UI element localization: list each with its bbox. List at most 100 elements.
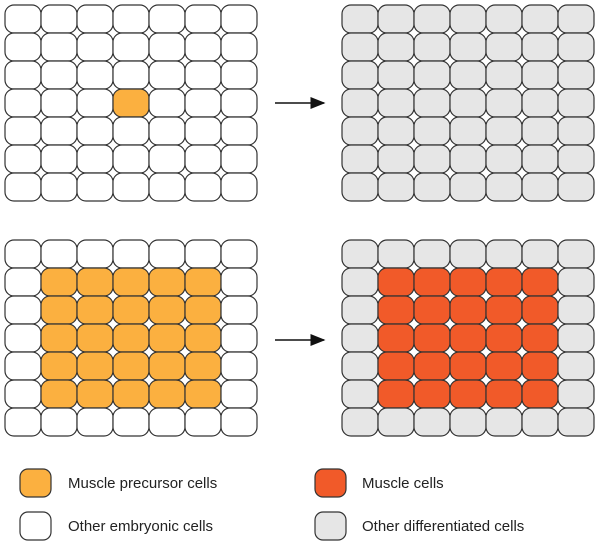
differentiated-cell: [521, 144, 559, 174]
legend-swatch-embryonic: [19, 511, 52, 541]
embryonic-cell: [40, 32, 78, 62]
differentiated-cell: [341, 267, 379, 297]
top-left-grid: [4, 4, 258, 202]
differentiated-cell: [413, 172, 451, 202]
differentiated-cell: [557, 267, 595, 297]
differentiated-cell: [341, 239, 379, 269]
embryonic-cell: [112, 407, 150, 437]
differentiated-cell: [449, 4, 487, 34]
differentiated-cell: [341, 144, 379, 174]
differentiated-cell: [377, 32, 415, 62]
bottom-right-grid: [341, 239, 595, 437]
embryonic-cell: [4, 239, 42, 269]
embryonic-cell: [76, 4, 114, 34]
precursor-cell: [76, 295, 114, 325]
precursor-cell: [148, 351, 186, 381]
differentiated-cell: [341, 116, 379, 146]
embryonic-cell: [76, 144, 114, 174]
embryonic-cell: [76, 88, 114, 118]
precursor-cell: [148, 267, 186, 297]
differentiated-cell: [485, 144, 523, 174]
embryonic-cell: [4, 4, 42, 34]
precursor-cell: [112, 379, 150, 409]
embryonic-cell: [76, 239, 114, 269]
differentiated-cell: [521, 407, 559, 437]
legend-swatch-precursor: [19, 468, 52, 498]
muscle-cell: [413, 295, 451, 325]
embryonic-cell: [148, 407, 186, 437]
muscle-cell: [377, 295, 415, 325]
embryonic-cell: [148, 88, 186, 118]
embryonic-cell: [112, 60, 150, 90]
embryonic-cell: [40, 144, 78, 174]
differentiated-cell: [557, 144, 595, 174]
precursor-cell: [40, 295, 78, 325]
differentiated-cell: [341, 323, 379, 353]
differentiated-cell: [521, 4, 559, 34]
legend-swatch-differentiated: [314, 511, 347, 541]
differentiated-cell: [557, 32, 595, 62]
differentiated-cell: [521, 116, 559, 146]
embryonic-cell: [148, 4, 186, 34]
muscle-cell: [377, 323, 415, 353]
differentiated-cell: [449, 172, 487, 202]
embryonic-cell: [220, 239, 258, 269]
embryonic-cell: [112, 32, 150, 62]
differentiated-cell: [449, 407, 487, 437]
embryonic-cell: [40, 407, 78, 437]
differentiated-cell: [557, 379, 595, 409]
differentiated-cell: [413, 88, 451, 118]
differentiated-cell: [485, 407, 523, 437]
embryonic-cell: [184, 116, 222, 146]
embryonic-cell: [220, 32, 258, 62]
muscle-cell: [485, 323, 523, 353]
embryonic-cell: [76, 32, 114, 62]
differentiated-cell: [377, 239, 415, 269]
precursor-cell: [184, 351, 222, 381]
precursor-cell: [148, 323, 186, 353]
embryonic-cell: [76, 407, 114, 437]
muscle-cell: [377, 351, 415, 381]
muscle-cell: [413, 379, 451, 409]
differentiated-cell: [557, 351, 595, 381]
differentiated-cell: [521, 60, 559, 90]
embryonic-cell: [220, 407, 258, 437]
differentiated-cell: [377, 144, 415, 174]
muscle-cell: [485, 379, 523, 409]
differentiated-cell: [413, 60, 451, 90]
embryonic-cell: [220, 144, 258, 174]
embryonic-cell: [40, 116, 78, 146]
embryonic-cell: [148, 144, 186, 174]
muscle-cell: [521, 267, 559, 297]
muscle-cell: [377, 267, 415, 297]
differentiated-cell: [485, 116, 523, 146]
differentiated-cell: [557, 239, 595, 269]
differentiated-cell: [557, 407, 595, 437]
differentiated-cell: [485, 60, 523, 90]
differentiated-cell: [521, 172, 559, 202]
differentiated-cell: [377, 407, 415, 437]
differentiated-cell: [521, 88, 559, 118]
embryonic-cell: [40, 60, 78, 90]
precursor-cell: [184, 323, 222, 353]
precursor-cell: [112, 267, 150, 297]
embryonic-cell: [112, 172, 150, 202]
muscle-cell: [449, 267, 487, 297]
embryonic-cell: [40, 88, 78, 118]
differentiated-cell: [449, 88, 487, 118]
embryonic-cell: [40, 239, 78, 269]
embryonic-cell: [4, 88, 42, 118]
muscle-cell: [449, 323, 487, 353]
differentiated-cell: [341, 32, 379, 62]
precursor-cell: [184, 267, 222, 297]
embryonic-cell: [40, 172, 78, 202]
precursor-cell: [148, 379, 186, 409]
embryonic-cell: [184, 144, 222, 174]
embryonic-cell: [184, 60, 222, 90]
embryonic-cell: [220, 60, 258, 90]
embryonic-cell: [220, 379, 258, 409]
precursor-cell: [40, 323, 78, 353]
legend-label-differentiated: Other differentiated cells: [362, 518, 524, 535]
embryonic-cell: [184, 407, 222, 437]
embryonic-cell: [220, 172, 258, 202]
